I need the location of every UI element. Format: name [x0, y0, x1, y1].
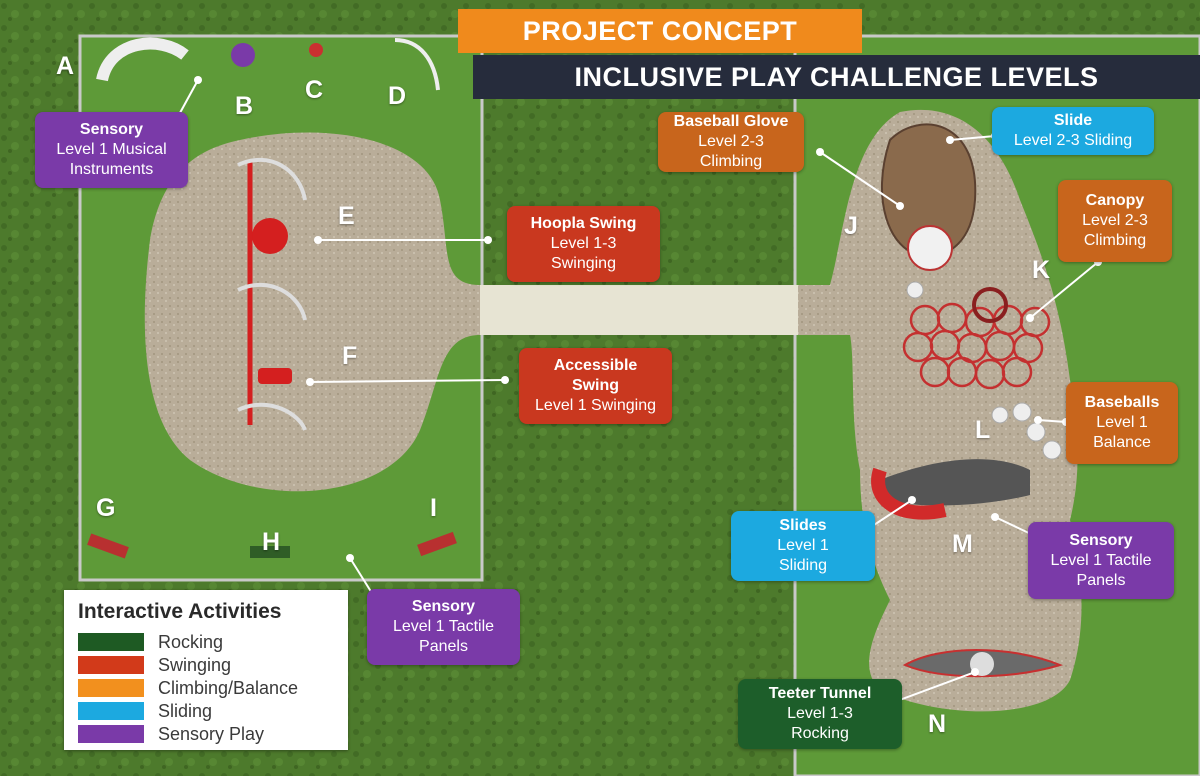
callout-sensory-tactile-left: Sensory Level 1 Tactile Panels	[367, 589, 520, 665]
letter-c: C	[305, 76, 324, 104]
legend-item-rocking: Rocking	[78, 632, 223, 652]
callout-baseballs: Baseballs Level 1 Balance	[1066, 382, 1178, 464]
callout-accessible-swing: Accessible Swing Level 1 Swinging	[519, 348, 672, 424]
letter-l: L	[975, 416, 991, 444]
red-slide	[871, 467, 947, 520]
letter-j: J	[844, 212, 858, 240]
legend-swatch	[78, 725, 144, 743]
slide-deck	[880, 459, 1030, 506]
legend-title: Interactive Activities	[78, 600, 282, 623]
letter-h: H	[262, 528, 281, 556]
legend: Interactive Activities Rocking Swinging …	[64, 590, 348, 750]
baseball-glove	[881, 123, 977, 257]
balance-baseballs	[906, 281, 1062, 460]
sensory-item	[231, 43, 255, 67]
project-concept-banner: PROJECT CONCEPT	[458, 9, 862, 53]
letter-a: A	[56, 52, 75, 80]
legend-item-sliding: Sliding	[78, 701, 212, 721]
callout-slides: Slides Level 1 Sliding	[731, 511, 875, 581]
legend-swatch	[78, 656, 144, 674]
legend-swatch	[78, 633, 144, 651]
letter-k: K	[1032, 256, 1051, 284]
callout-sensory-musical: Sensory Level 1 Musical Instruments	[35, 112, 188, 188]
glove-ball	[907, 225, 953, 271]
page-title: INCLUSIVE PLAY CHALLENGE LEVELS	[473, 55, 1200, 99]
rocker-h	[250, 546, 290, 558]
hoopla-swing	[252, 218, 288, 254]
legend-swatch	[78, 702, 144, 720]
letter-i: I	[430, 494, 437, 522]
accessible-swing	[258, 368, 292, 384]
canopy-net	[902, 287, 1051, 390]
swing-arch	[237, 158, 307, 201]
legend-item-climbing: Climbing/Balance	[78, 678, 298, 698]
callout-sensory-tactile-right: Sensory Level 1 Tactile Panels	[1028, 522, 1174, 599]
rocker-g	[87, 533, 129, 559]
letter-e: E	[338, 202, 355, 230]
letter-n: N	[928, 710, 947, 738]
connector-path	[480, 285, 798, 335]
letter-f: F	[342, 342, 358, 370]
callout-leaders	[174, 79, 1099, 709]
legend-item-sensory: Sensory Play	[78, 724, 264, 744]
callout-hoopla-swing: Hoopla Swing Level 1-3 Swinging	[507, 206, 660, 282]
right-play-area	[798, 109, 1082, 712]
legend-item-swinging: Swinging	[78, 655, 231, 675]
letter-m: M	[952, 530, 973, 558]
left-play-area	[144, 132, 480, 492]
arch-item	[394, 38, 440, 91]
callout-canopy: Canopy Level 2-3 Climbing	[1058, 180, 1172, 262]
callout-teeter-tunnel: Teeter Tunnel Level 1-3 Rocking	[738, 679, 902, 749]
swing-arch	[237, 282, 307, 321]
letter-d: D	[388, 82, 407, 110]
rocker-item	[309, 43, 323, 57]
callout-slide: Slide Level 2-3 Sliding	[992, 107, 1154, 155]
legend-swatch	[78, 679, 144, 697]
letter-g: G	[96, 494, 116, 522]
letter-b: B	[235, 92, 254, 120]
callout-baseball-glove: Baseball Glove Level 2-3 Climbing	[658, 112, 804, 172]
rocker-i	[417, 531, 457, 557]
musical-instrument	[96, 37, 189, 82]
swing-arch	[237, 402, 307, 431]
